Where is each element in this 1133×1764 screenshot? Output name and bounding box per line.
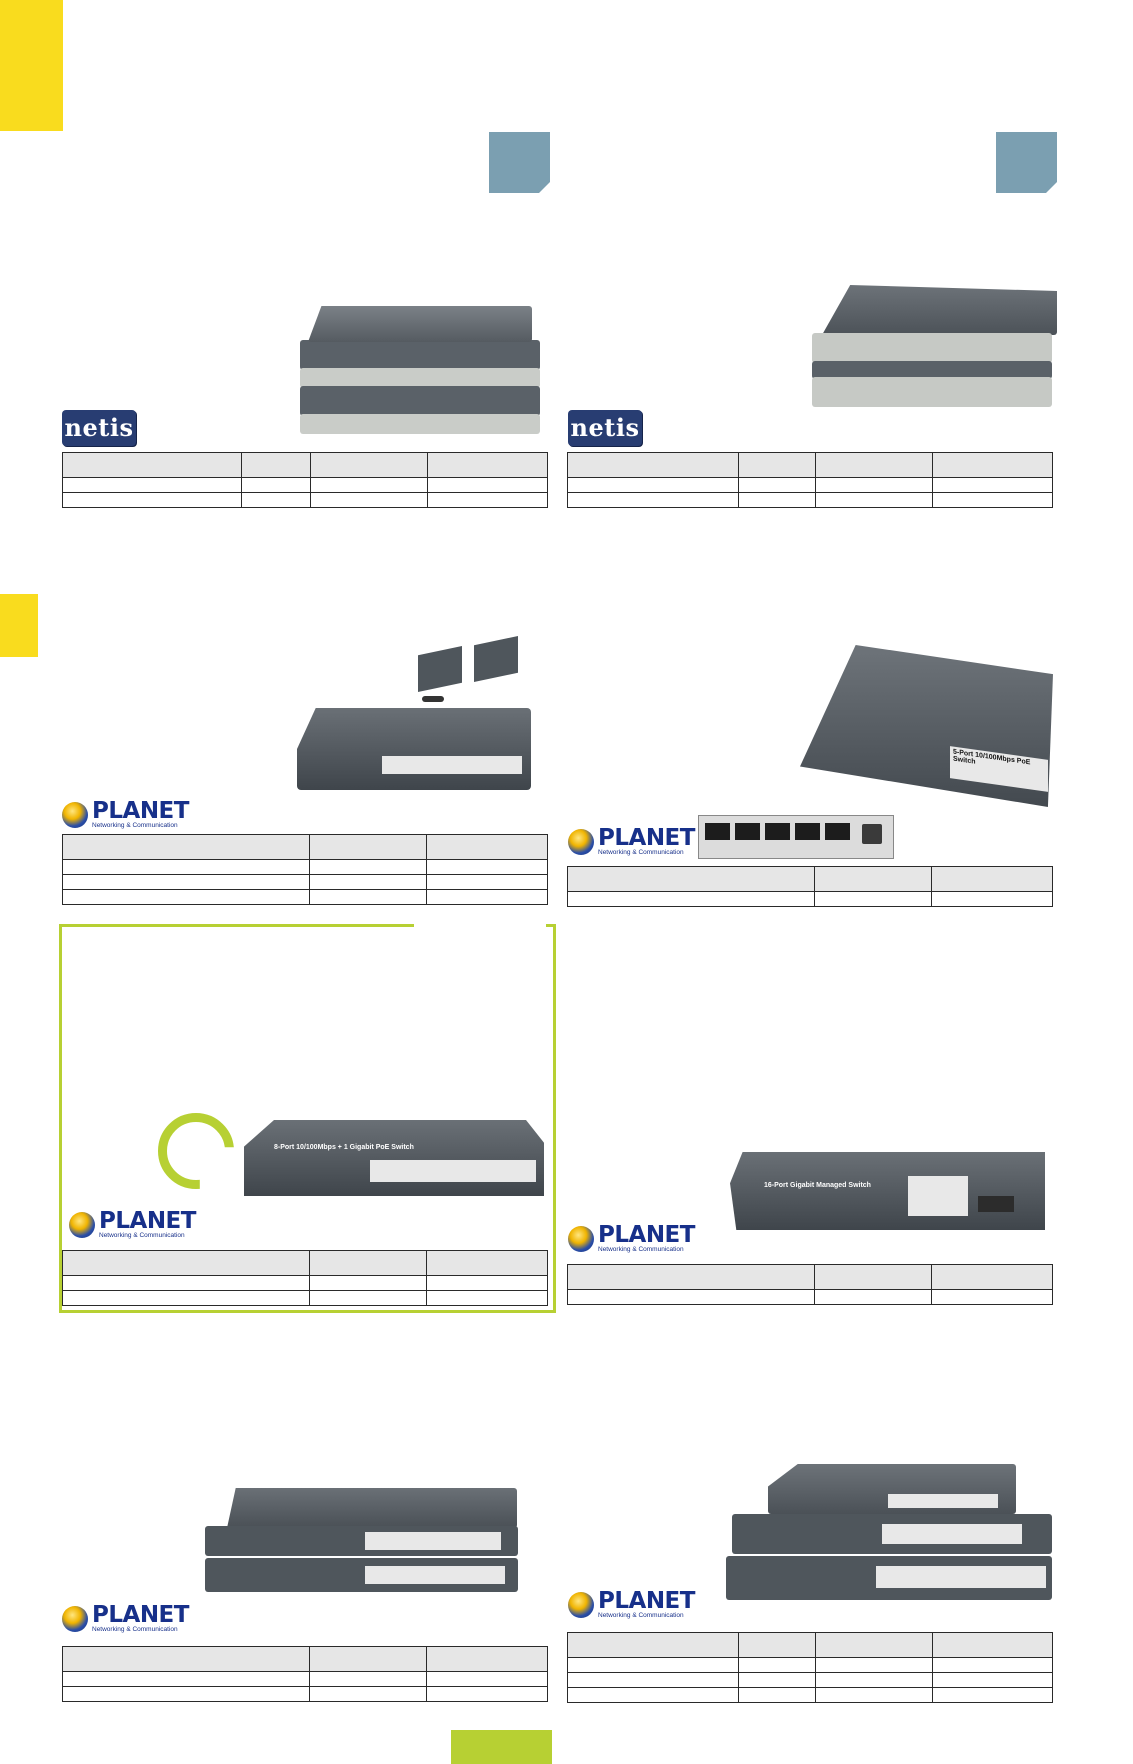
- category-tag-left: [489, 132, 550, 193]
- spec-table-planet-managed: [567, 1264, 1053, 1305]
- product-image-planet-rack-switches: [205, 1488, 518, 1594]
- netis-logo-2: netis: [568, 410, 642, 446]
- spec-table-planet-poe-5port: [567, 866, 1053, 907]
- yellow-tab-top: [0, 0, 63, 131]
- planet-globe-icon: [568, 829, 594, 855]
- product-image-planet-poe-5port: 5-Port 10/100Mbps PoE Switch: [800, 645, 1053, 807]
- switch-face-label: 8-Port 10/100Mbps + 1 Gigabit PoE Switch: [274, 1144, 414, 1151]
- featured-product-frame: [59, 924, 556, 1313]
- netis-logo: netis: [62, 410, 136, 446]
- rack-ears-image: [418, 636, 526, 706]
- product-image-netis-switch-right: [812, 285, 1057, 440]
- product-image-planet-poe-8port-gigabit: 8-Port 10/100Mbps + 1 Gigabit PoE Switch: [244, 1120, 544, 1196]
- product-image-planet-poe-8port: [297, 708, 531, 790]
- yellow-tab-mid: [0, 594, 38, 657]
- spec-table-planet-stacked: [567, 1632, 1053, 1703]
- product-image-netis-switch-left: [300, 300, 540, 442]
- product-image-planet-managed-switch: 16-Port Gigabit Managed Switch: [730, 1152, 1045, 1230]
- planet-globe-icon: [62, 802, 88, 828]
- page-number-tab: [451, 1730, 552, 1764]
- spec-table-planet-poe-8port: [62, 834, 548, 905]
- switch-face-label: 16-Port Gigabit Managed Switch: [764, 1182, 871, 1189]
- planet-globe-icon: [62, 1606, 88, 1632]
- category-tag-right: [996, 132, 1057, 193]
- product-image-planet-stacked-switches: [726, 1464, 1052, 1609]
- port-panel-image: [698, 815, 894, 859]
- spec-table-planet-rack: [62, 1646, 548, 1702]
- planet-globe-icon: [568, 1592, 594, 1618]
- spec-table-netis-left: [62, 452, 548, 508]
- spec-table-featured: [62, 1250, 548, 1306]
- planet-globe-icon: [568, 1226, 594, 1252]
- planet-globe-icon: [69, 1212, 95, 1238]
- spec-table-netis-right: [567, 452, 1053, 508]
